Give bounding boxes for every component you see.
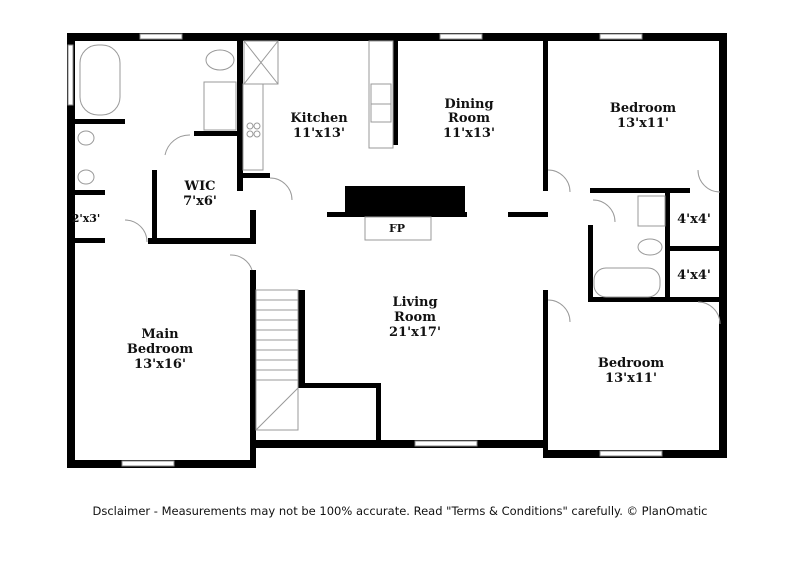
windows [67, 33, 663, 467]
door-swing [697, 301, 721, 325]
door-swing [229, 254, 253, 271]
closet-4x4-label: 4'x4' [677, 212, 711, 227]
kitchen-counter [368, 40, 394, 149]
fireplace-label: FP [389, 222, 405, 235]
disclaimer: Dsclaimer - Measurements may not be 100%… [92, 504, 708, 518]
bathtub-icon [593, 267, 661, 298]
door-swing [547, 169, 571, 193]
sink-icon [637, 195, 666, 227]
stove-icon [246, 122, 254, 130]
sink-icon [77, 130, 95, 146]
bathtub-icon [79, 44, 121, 116]
staircase [255, 289, 299, 431]
sink-icon [77, 169, 95, 185]
hearth [364, 216, 432, 241]
closet-4x4-label: 4'x4' [677, 268, 711, 283]
fixtures [77, 40, 721, 431]
shower-icon [203, 81, 237, 131]
walls [67, 33, 727, 468]
toilet-icon [205, 49, 235, 71]
counter [242, 83, 264, 171]
door-swing [164, 134, 191, 156]
door-swing [124, 219, 148, 243]
door-swing [697, 169, 721, 193]
door-swing [592, 199, 616, 223]
kitchen-sink-icon [370, 83, 392, 105]
toilet-icon [637, 238, 663, 256]
closet-2x3-label: 2'x3' [72, 212, 101, 225]
door-swing [547, 299, 571, 323]
door-swing [269, 177, 293, 201]
